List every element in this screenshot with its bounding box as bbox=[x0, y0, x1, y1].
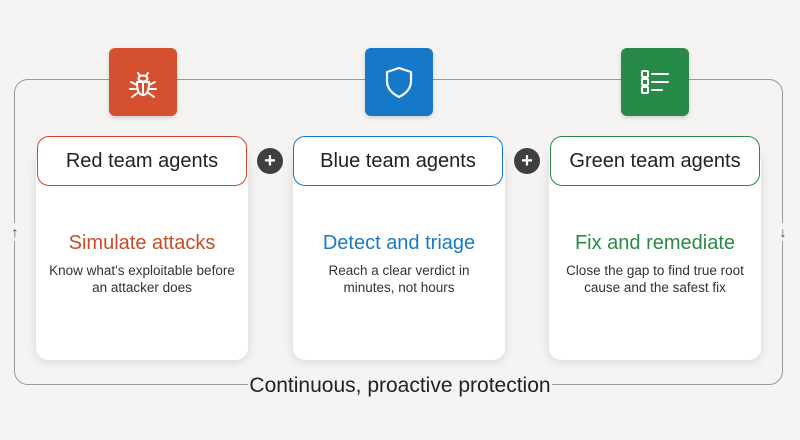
checklist-icon bbox=[621, 48, 689, 116]
red-team-title: Simulate attacks bbox=[68, 232, 216, 254]
arrow-down-icon: ↓ bbox=[773, 223, 793, 241]
arrow-up-icon: ↑ bbox=[5, 223, 25, 241]
plus-icon: + bbox=[514, 148, 540, 174]
green-team-label: Green team agents bbox=[550, 136, 760, 186]
plus-icon: + bbox=[257, 148, 283, 174]
bug-icon bbox=[109, 48, 177, 116]
red-team-description: Know what's exploitable before an attack… bbox=[49, 263, 235, 295]
blue-team-title: Detect and triage bbox=[322, 232, 476, 254]
shield-icon bbox=[365, 48, 433, 116]
green-team-description: Close the gap to find true root cause an… bbox=[566, 263, 744, 295]
blue-team-label: Blue team agents bbox=[293, 136, 503, 186]
red-team-label: Red team agents bbox=[37, 136, 247, 186]
blue-team-description: Reach a clear verdict in minutes, not ho… bbox=[328, 263, 470, 295]
green-team-title: Fix and remediate bbox=[574, 232, 736, 254]
loop-caption: Continuous, proactive protection bbox=[248, 372, 552, 400]
